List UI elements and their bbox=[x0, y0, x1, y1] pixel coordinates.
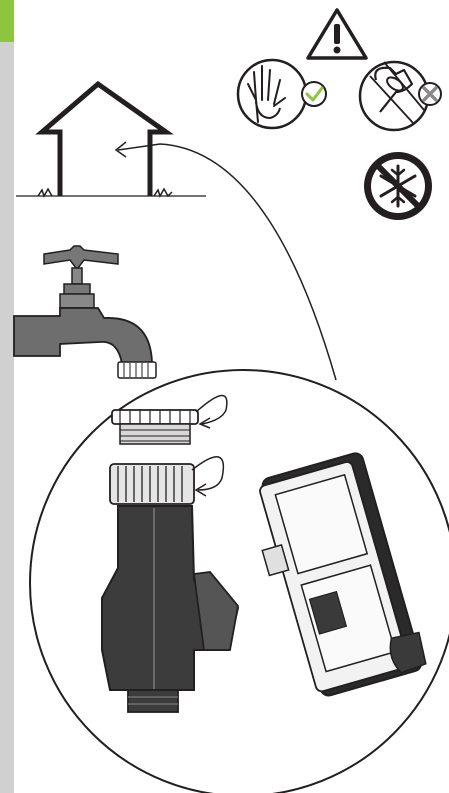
faucet-icon bbox=[14, 246, 156, 378]
wrench-cross-icon bbox=[360, 62, 441, 130]
warning-triangle-icon bbox=[308, 10, 366, 58]
controller-unit bbox=[243, 450, 428, 703]
hand-check-icon bbox=[238, 60, 326, 128]
no-frost-icon bbox=[364, 152, 432, 220]
tap-connector bbox=[102, 457, 238, 712]
